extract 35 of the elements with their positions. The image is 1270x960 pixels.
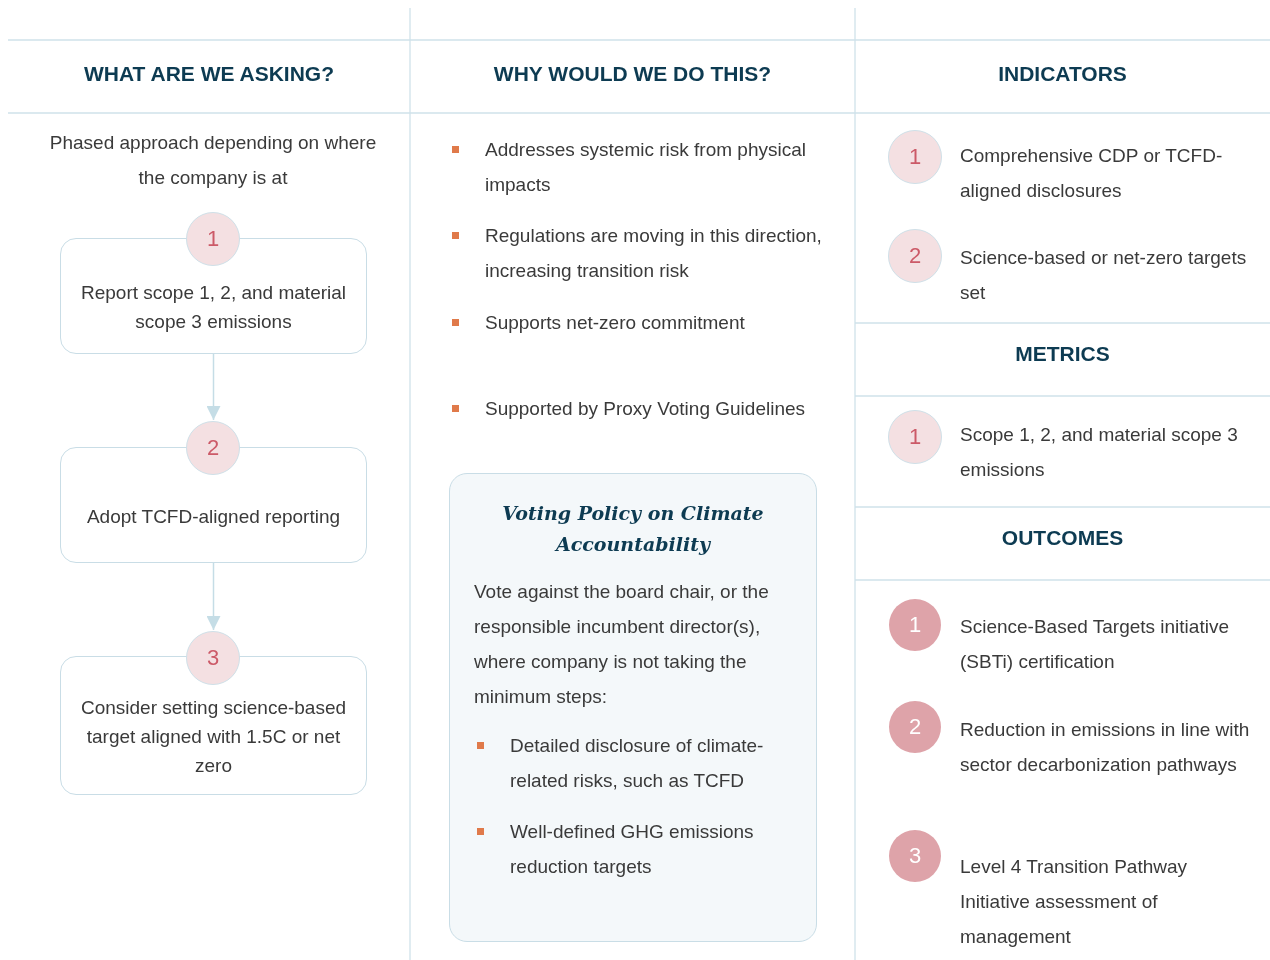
reason-text: Addresses systemic risk from physical impacts (485, 138, 807, 197)
step-text: Report scope 1, 2, and material scope 3 emissions (79, 281, 348, 334)
column-heading: WHAT ARE WE ASKING? (83, 62, 335, 86)
reason-text: Supported by Proxy Voting Guidelines (485, 397, 807, 421)
column-heading: INDICATORS (997, 62, 1128, 86)
arrow (206, 353, 221, 421)
reason-text: Supports net-zero commitment (485, 311, 746, 335)
arrow (206, 562, 221, 631)
indicator-text: Scope 1, 2, and material scope 3 emissions (960, 423, 1239, 482)
number-circle: 2 (888, 229, 942, 283)
number-circle: 3 (889, 830, 941, 882)
column-heading: WHY WOULD WE DO THIS? (492, 62, 773, 86)
number-circle: 1 (888, 410, 942, 464)
number-circle: 1 (186, 212, 240, 266)
number-circle: 1 (889, 599, 941, 651)
indicator-text: Comprehensive CDP or TCFD-aligned disclosures (960, 144, 1224, 203)
number-circle: 2 (186, 421, 240, 475)
policy-panel (449, 473, 817, 942)
number-circle: 2 (889, 701, 941, 753)
panel-title: Voting Policy on Climate Accountability (501, 501, 765, 557)
column-heading: METRICS (1014, 342, 1111, 366)
panel-text: Vote against the board chair, or the responsible incumbent director(s), where company is not taking the minimum steps: (474, 580, 770, 709)
column-heading: OUTCOMES (1000, 526, 1125, 550)
list-item: Detailed disclosure of climate-related risks, such as TCFD (510, 735, 764, 791)
number-circle: 1 (888, 130, 942, 184)
indicator-text: Reduction in emissions in line with sector decarbonization pathways (960, 718, 1251, 777)
indicator-text: Science-based or net-zero targets set (960, 246, 1248, 305)
number-circle: 3 (186, 631, 240, 685)
step-text: Adopt TCFD-aligned reporting (86, 504, 341, 529)
reason-text: Regulations are moving in this direction, increasing transition risk (485, 224, 823, 283)
step-text: Consider setting science-based target aligned with 1.5C or net zero (79, 696, 348, 778)
list-item: Well-defined GHG emissions reduction targets (510, 821, 754, 877)
intro-text: Phased approach depending on where the company is at (48, 131, 378, 190)
indicator-text: Level 4 Transition Pathway Initiative assessment of management (960, 855, 1189, 949)
indicator-text: Science-Based Targets initiative (SBTi) certification (960, 615, 1230, 674)
